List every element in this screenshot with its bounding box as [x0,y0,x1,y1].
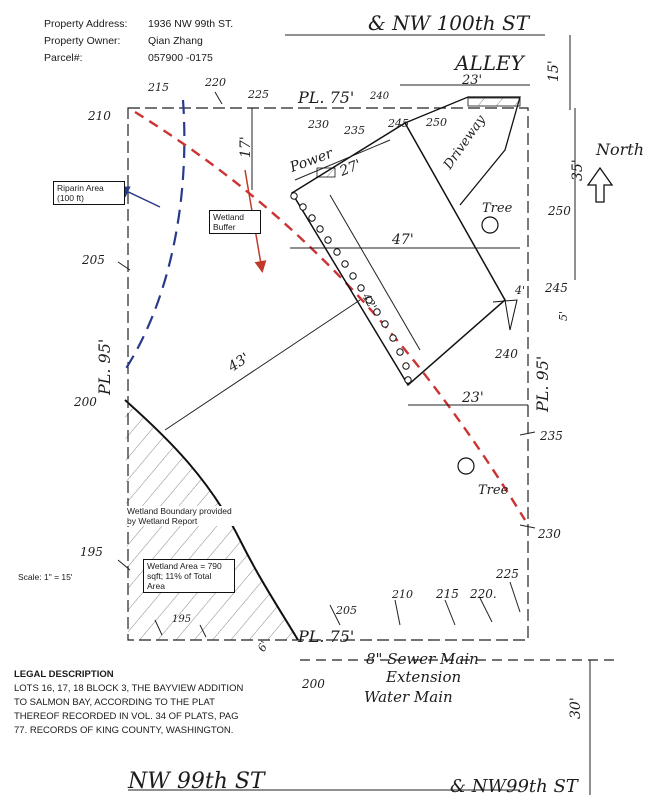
contour-245: 245 [387,117,409,130]
wetland-boundary-label: Wetland Boundary provided by Wetland Rep… [127,506,237,526]
contour-225: 225 [247,88,269,101]
street-nw99-right: & NW99th ST [450,776,580,797]
contour-235: 235 [343,124,365,137]
contour-225-bottom: 225 [495,567,519,581]
north-arrow-icon [586,166,614,203]
pl-south: PL. 75' [297,627,354,646]
street-nw99-left: NW 99th ST [127,769,267,794]
dim-42 [329,194,421,351]
dim-alley-15: 15' [546,60,562,82]
wetland-buffer-line [134,110,527,521]
legal-description: LEGAL DESCRIPTION LOTS 16, 17, 18 BLOCK … [14,668,254,738]
extension-label: Extension [385,668,461,686]
sewer-main-label: 8" Sewer Main [366,650,479,668]
contour-215-bottom: 215 [435,587,459,601]
tree-2-label: Tree [478,483,509,498]
legal-body: LOTS 16, 17, 18 BLOCK 3, THE BAYVIEW ADD… [14,683,244,736]
alley-hatch [467,97,521,107]
contour-215: 215 [147,81,169,94]
water-main-label: Water Main [364,688,453,706]
legal-title: LEGAL DESCRIPTION [14,669,114,680]
dim-43 [164,299,361,431]
dim-5-label: 5' [557,311,570,321]
contour-ticks [117,91,536,638]
wetland-boundary-line [124,399,299,641]
contour-250-east: 250 [547,204,571,218]
contour-210-bottom: 210 [391,588,413,601]
alley-label: ALLEY [453,51,526,75]
contour-245-east: 245 [544,281,568,295]
property-line [127,107,529,641]
contour-195: 195 [80,545,103,559]
dim-47-label: 47' [391,232,414,248]
contour-240: 240 [369,91,390,102]
address-label: Property Address: [44,18,128,30]
parcel-value: 057900 -0175 [148,52,213,64]
dim-driveway-23: 23' [461,73,482,88]
power-box-icon [316,167,336,178]
pl-east: PL. 95' [533,356,552,413]
riparian-area-label: Riparin Area (100 ft) [53,181,125,205]
wetland-buffer-label: Wetland Buffer [209,210,261,234]
owner-label: Property Owner: [44,35,121,47]
dim-27-label: 27' [337,157,364,180]
wetland-area-label: Wetland Area = 790 sqft; 11% of Total Ar… [143,559,235,593]
dim-4-label: 4' [514,284,525,297]
pile-markers [290,192,412,384]
north-label: North [595,140,644,159]
dim-43-label: 43' [225,350,253,376]
contour-235-east: 235 [539,429,563,443]
owner-value: Qian Zhang [148,35,203,47]
pl-north: PL. 75' [297,88,354,107]
contour-210: 210 [87,109,111,123]
address-value: 1936 NW 99th ST. [148,18,234,30]
contour-220-bottom: 220. [469,587,497,601]
scale-label: Scale: 1" = 15' [18,572,73,582]
contour-250-top: 250 [425,116,447,129]
tree-1-label: Tree [482,201,513,216]
street-nw100: & NW 100th ST [368,11,531,35]
tree-2-icon [457,457,475,475]
contour-205: 205 [81,253,105,267]
dim-6-label: 6' [255,639,271,654]
contour-205-bottom: 205 [335,604,357,617]
riparian-boundary [124,99,186,371]
contour-200-bottom: 200 [301,677,325,691]
contour-240-east: 240 [494,347,518,361]
contour-220: 220 [204,76,226,89]
dim-30-label: 30' [568,697,584,719]
contour-200: 200 [73,395,97,409]
contour-230: 230 [307,118,329,131]
riparian-arrow [117,186,161,208]
dim-27 [294,139,391,181]
dim-23-bottom-label: 23' [461,390,484,406]
contour-230-east: 230 [537,527,561,541]
house-notch [492,299,518,331]
contour-195-bottom: 195 [172,614,191,625]
driveway-label: Driveway [440,112,489,173]
driveway-outline [404,96,521,206]
dim-17-label: 17' [238,136,254,158]
dim-35-label: 35' [570,159,586,181]
parcel-label: Parcel#: [44,52,83,64]
tree-1-icon [481,216,499,234]
pl-west: PL. 95' [95,339,114,396]
